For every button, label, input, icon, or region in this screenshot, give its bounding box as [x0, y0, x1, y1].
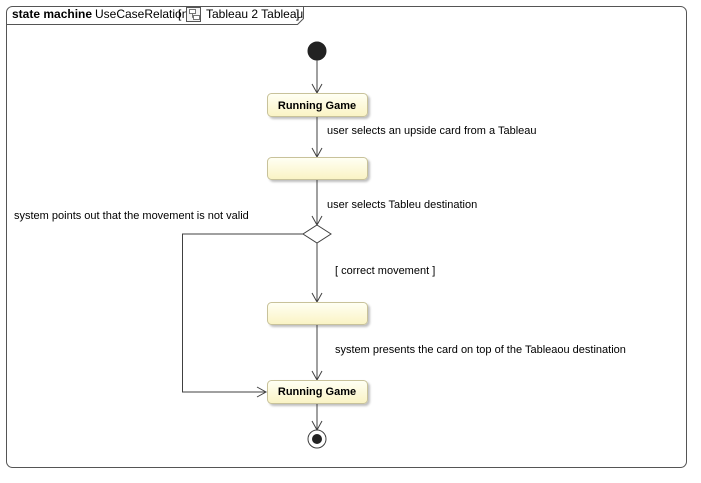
initial-state: [307, 41, 327, 61]
state-label: Running Game: [278, 100, 356, 112]
diagram-frame: [6, 6, 687, 468]
state-label: Running Game: [278, 386, 356, 398]
transition-label-invalid-movement: system points out that the movement is n…: [14, 210, 249, 222]
frame-header: state machine UseCaseRelation [ Tableau …: [12, 7, 303, 22]
edge-invalid-movement-loop: [182, 233, 303, 398]
state-unnamed-2: [267, 302, 368, 325]
frame-name: UseCaseRelation: [95, 7, 188, 21]
transition-label-select-upside-card: user selects an upside card from a Table…: [327, 125, 537, 137]
transition-guard-correct-movement: [ correct movement ]: [335, 265, 435, 277]
class-diagram-icon: [186, 7, 201, 22]
frame-context: Tableau 2 Tableau: [206, 7, 303, 21]
frame-kind: state machine: [12, 7, 92, 21]
state-unnamed-1: [267, 157, 368, 180]
frame-close-bracket: ]: [296, 7, 299, 21]
final-state: [307, 429, 327, 449]
state-running-game-bottom: Running Game: [267, 380, 368, 404]
transition-label-select-destination: user selects Tableu destination: [327, 199, 477, 211]
frame-open-bracket: [: [178, 7, 182, 21]
state-running-game-top: Running Game: [267, 93, 368, 117]
transition-label-present-card: system presents the card on top of the T…: [335, 344, 626, 356]
